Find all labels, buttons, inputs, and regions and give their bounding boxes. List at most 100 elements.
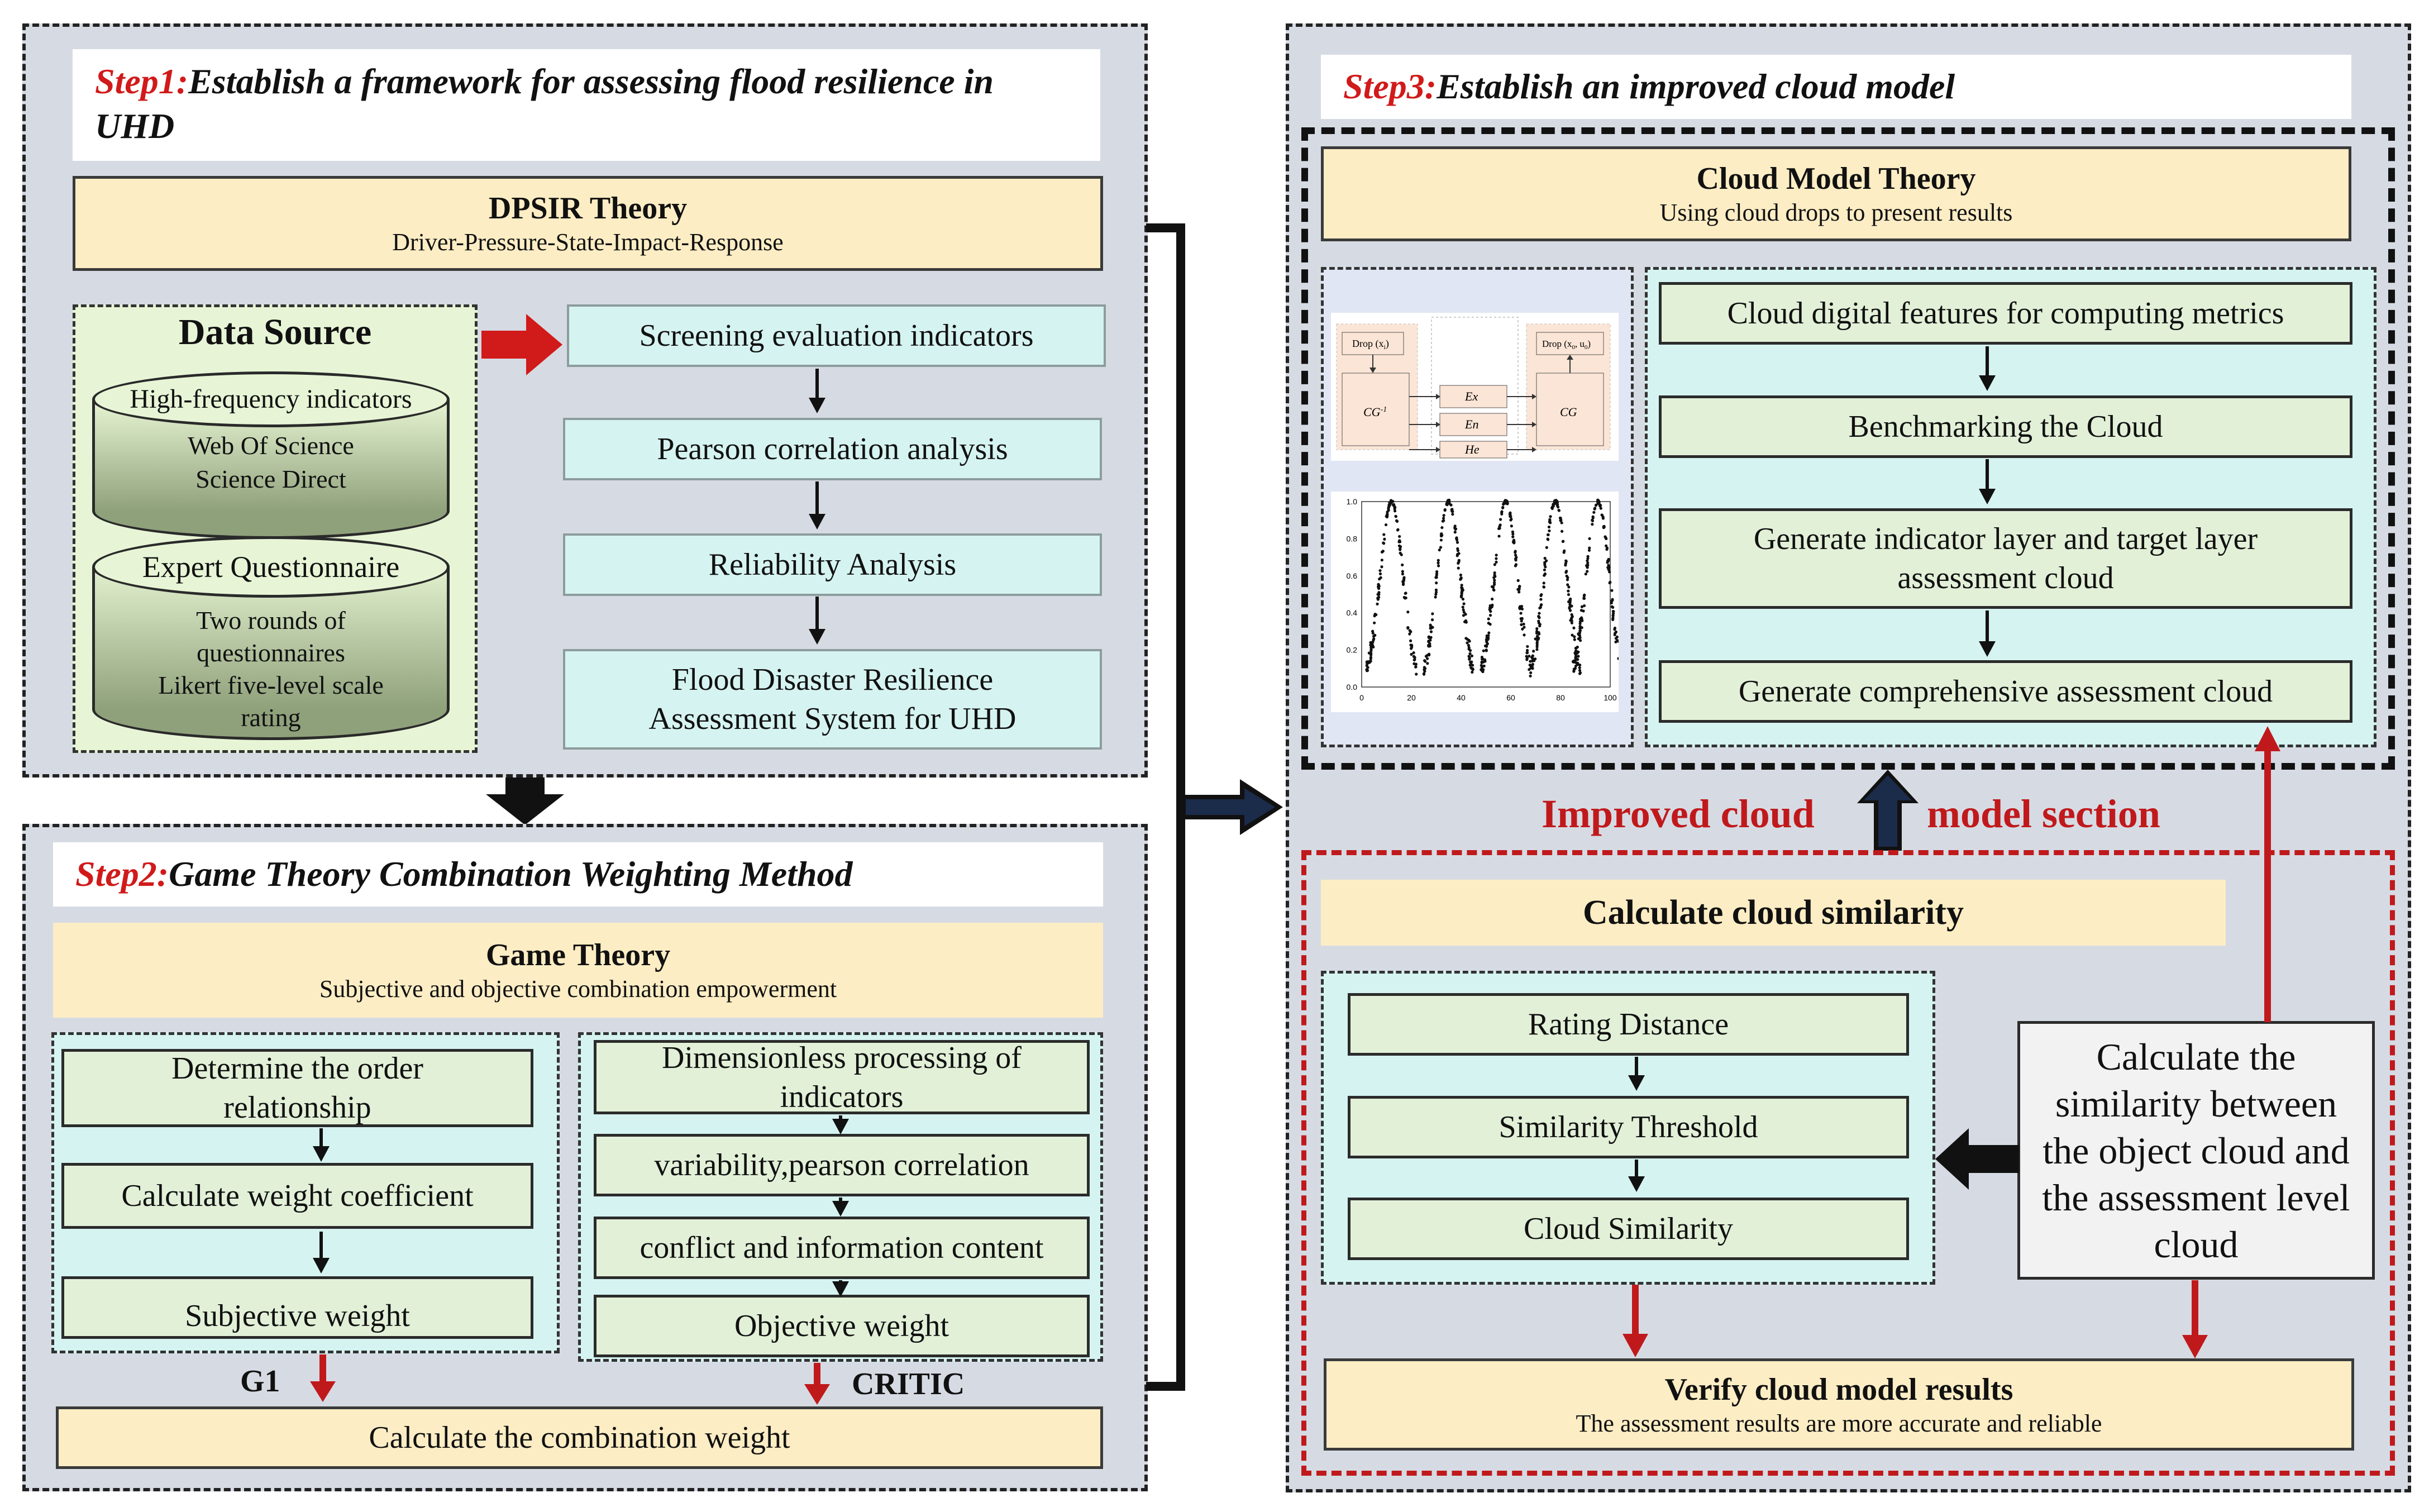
cloud-drop-point	[1548, 529, 1551, 532]
cloud-drop-point	[1576, 651, 1579, 655]
cloud-drop-point	[1435, 572, 1439, 575]
arrow-line	[839, 1115, 842, 1121]
cloud-similarity-heading-box: Calculate cloud similarity	[1321, 880, 2226, 946]
cloud-drop-point	[1491, 597, 1494, 601]
step1-label: Step1:	[95, 61, 189, 101]
cloud-theory-heading: Cloud Model Theory	[1696, 161, 1976, 196]
he-label: He	[1464, 442, 1480, 456]
cloud-drop-point	[1414, 662, 1418, 666]
arrow-head	[809, 398, 825, 413]
cloud-drop-point	[1424, 660, 1427, 663]
dpsir-subtitle: Driver-Pressure-State-Impact-Response	[392, 228, 784, 256]
cloud-drop-point	[1431, 612, 1434, 616]
cloud-drop-point	[1461, 598, 1465, 601]
cloud-drop-point	[1514, 557, 1517, 560]
subjective-weight-box: Subjective weight	[61, 1276, 533, 1339]
x-tick-label: 80	[1556, 693, 1565, 702]
cloud-drop-point	[1383, 537, 1386, 541]
cloud-drop-point	[1578, 636, 1582, 640]
cloud-drop-point	[1365, 660, 1368, 664]
cloud-drop-point	[1384, 523, 1388, 527]
cloud-drop-point	[1572, 667, 1576, 671]
cloud-drop-point	[1578, 639, 1582, 642]
cloud-drop-point	[1412, 655, 1415, 658]
cloud-drop-point	[1464, 621, 1468, 624]
cloud-drop-point	[1373, 612, 1377, 616]
cloud-drop-point	[1382, 533, 1386, 536]
cloud-drop-point	[1495, 557, 1498, 560]
cloud-drop-point	[1532, 650, 1535, 653]
cloud-drop-point	[1567, 593, 1571, 597]
cloud-drop-point	[1380, 565, 1383, 569]
cloud-drop-point	[1409, 639, 1412, 642]
cloud-drop-point	[1485, 649, 1488, 652]
cloud-drop-point	[1393, 509, 1397, 513]
cloud-drop-point	[1578, 629, 1582, 632]
weight-coefficient-box: Calculate weight coefficient	[61, 1163, 533, 1229]
cloud-drop-point	[1512, 538, 1516, 542]
cloud-drop-point	[1376, 597, 1380, 600]
cloud-drop-point	[1517, 587, 1521, 590]
red-up-arrow	[2255, 726, 2280, 1022]
cloud-drop-point	[1467, 647, 1471, 651]
cloud-drop-point	[1525, 648, 1529, 652]
cloud-drop-point	[1586, 570, 1589, 573]
cloud-drop-point	[1488, 613, 1492, 617]
database-high-frequency: High-frequency indicators Web Of Science…	[92, 371, 450, 539]
cloud-similarity-box: Cloud Similarity	[1348, 1198, 1909, 1260]
cloud-drop-point	[1491, 603, 1494, 607]
cloud-drop-point	[1406, 610, 1410, 614]
cloud-drop-point	[1453, 524, 1457, 528]
step2-title: Step2:Game Theory Combination Weighting …	[53, 842, 1103, 907]
cloud-drop-point	[1606, 566, 1610, 569]
cloud-drop-point	[1529, 665, 1533, 669]
cloud-drop-point	[1429, 636, 1433, 639]
arrow-head	[809, 514, 825, 530]
red-down-arrow	[310, 1354, 336, 1402]
cloud-drop-point	[1429, 627, 1433, 630]
cloud-drop-point	[1521, 627, 1524, 631]
cloud-drop-point	[1511, 532, 1515, 536]
objective-weight-box: Objective weight	[594, 1295, 1090, 1357]
cloud-drop-point	[1493, 571, 1496, 575]
db2-label: Expert Questionnaire	[142, 550, 400, 584]
cloud-drop-point	[1435, 570, 1439, 574]
y-tick-label: 0.8	[1347, 534, 1358, 543]
bracket-connector	[1146, 223, 1185, 1391]
red-right-arrow	[481, 314, 562, 375]
cloud-drop-point	[1584, 573, 1587, 576]
database-expert-questionnaire: Expert Questionnaire Two rounds of quest…	[92, 536, 450, 743]
cloud-drop-point	[1493, 574, 1496, 577]
cloud-drop-point	[1595, 503, 1598, 507]
cloud-drop-point	[1462, 614, 1466, 617]
cloud-drop-point	[1402, 595, 1406, 599]
cloud-drop-point	[1401, 563, 1404, 566]
cloud-drop-point	[1499, 518, 1502, 521]
cloud-drop-point	[1497, 535, 1501, 538]
db2-line-4: rating	[241, 703, 301, 732]
cloud-drop-point	[1578, 666, 1581, 670]
cloud-drop-point	[1578, 672, 1582, 675]
cloud-drop-point	[1402, 576, 1406, 579]
cloud-drop-point	[1435, 581, 1438, 585]
left-arrow	[1935, 1128, 2019, 1190]
cloud-drop-point	[1378, 569, 1382, 573]
cloud-drop-point	[1459, 594, 1463, 598]
combination-weight-box: Calculate the combination weight	[56, 1406, 1103, 1469]
cloud-drop-point	[1586, 559, 1589, 562]
cloud-drop-point	[1543, 573, 1547, 576]
cloud-drop-point	[1614, 637, 1618, 640]
cloud-drop-point	[1434, 590, 1438, 594]
dimensionless-text: Dimensionless processing of indicators	[662, 1040, 1022, 1114]
arrow-head	[832, 1201, 849, 1217]
order-relationship-text: Determine the order relationship	[171, 1051, 423, 1125]
cloud-drop-point	[1610, 589, 1614, 592]
cloud-drop-point	[1480, 664, 1483, 667]
cloud-drop-point	[1413, 658, 1416, 661]
cloud-drop-point	[1487, 622, 1490, 625]
cloud-drop-point	[1568, 609, 1572, 612]
db1-line-1: Web Of Science	[188, 431, 354, 460]
cloud-drop-point	[1369, 656, 1373, 659]
similarity-description-text: Calculate the similarity between the obj…	[2042, 1035, 2350, 1266]
cloud-drop-point	[1588, 546, 1591, 550]
